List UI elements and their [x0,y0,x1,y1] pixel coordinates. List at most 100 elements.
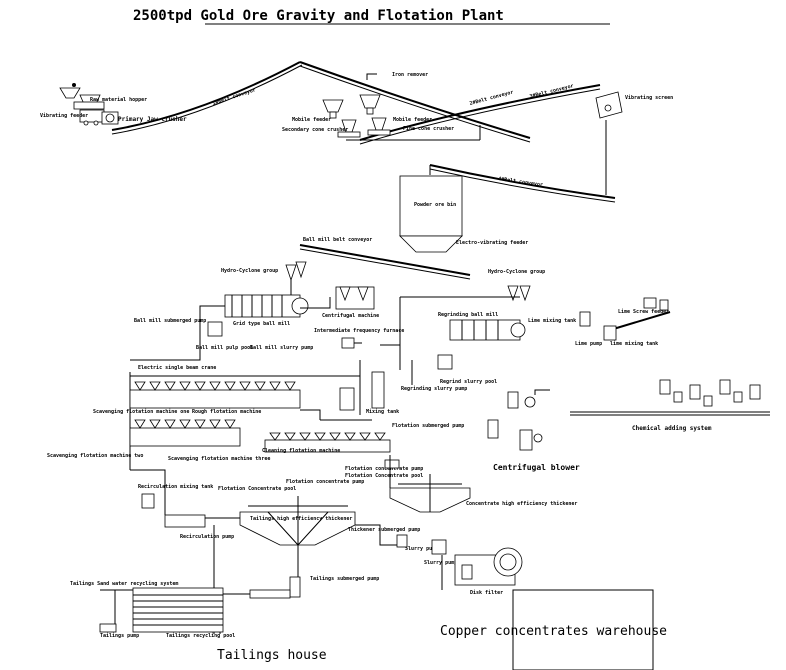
ball-mill-belt-conveyor-label: Ball mill belt conveyor [303,237,372,243]
iron-remover-icon [366,73,377,80]
lime-screw-feeder [609,311,671,331]
lime-pump-label: Lime pump [575,341,602,347]
tailings-house-label: Tailings house [217,648,327,663]
primary-jaw-crusher [101,111,119,125]
recirculation-pool [164,514,206,528]
primary-jaw-crusher-label: Primary Jaw crusher [118,116,187,123]
ball-mill-slurry-pump-label: Ball mill slurry pump [250,345,313,351]
hydro-cyclone-group-1 [285,261,307,300]
regrind-slurry-pool [437,354,453,370]
rough-flotation-machine-label: Rough flotation machine [192,409,261,415]
grid-type-ball-mill [224,294,309,318]
secondary-cone-crusher [337,119,361,138]
intermediate-frequency-furnace [341,337,362,349]
centrifugal-blower [507,391,543,451]
belt-conveyor-2-label: 2#Belt conveyor [469,89,514,106]
concentrate-high-efficiency-thickener [389,474,471,513]
hydro-cyclone-group-2-label: Hydro-Cyclone group [488,269,545,275]
flotation-submerged-pump-label: Flotation submerged pump [392,423,464,429]
recirculation-tank [141,493,155,509]
lime-mixing-tank-2-label: lime mixing tank [610,341,658,347]
ball-mill-submerged-pump [207,321,223,337]
lime-mixing-tank-2 [603,325,617,341]
lime-mixing-tank-1 [579,311,591,327]
belt-conveyor-1-label: 1#Belt conveyor [212,87,257,107]
ball-mill-submerged-pump-label: Ball mill submerged pump [134,318,206,324]
cleaning-flotation-machine [264,432,391,453]
disk-filter-label: Disk filter [470,590,503,596]
belt-conveyor-4 [429,164,616,199]
flotation-concentrate-pump-2-label: Flotation concentrate pump [286,479,364,485]
chemical-adding-system-label: Chemical adding system [632,425,712,432]
centrifugal-machine [335,286,375,310]
copper-concentrates-warehouse-label: Copper concentrates warehouse [440,624,667,639]
tailings-recycling-pool [132,587,224,633]
ball-mill-pulp-pool-label: Ball mill pulp pool [196,345,253,351]
diagram-title: 2500tpd Gold Ore Gravity and Flotation P… [133,8,504,24]
centrifugal-blower-label: Centrifugal blower [493,462,580,472]
hydro-cyclone-group-2 [507,285,531,302]
hydro-cyclone-group-1-label: Hydro-Cyclone group [221,268,278,274]
flotation-submerged-pump [487,419,499,439]
vibrating-screen [595,91,623,119]
vibrating-feeder [73,101,105,126]
slurry-pump-label: Slurry pump [424,560,457,566]
slurry-pump-label-2: Slurry pump [405,546,438,552]
tailings-recycling-pool-label: Tailings recycling pool [166,633,235,639]
electro-vibrating-feeder-label: Electro-vibrating feeder [456,240,528,246]
tailings-submerged-pump-label: Tailings submerged pump [310,576,379,582]
mobile-feeder-2-label: Mobile feeder [393,117,432,123]
iron-remover-label: Iron remover [392,72,428,78]
regrinding-slurry-pump-label: Regrinding slurry pump [401,386,467,392]
scavenging-flotation-machine-three-label: Scavenging flotation machine three [168,456,270,462]
electric-single-beam-crane-label: Electric single beam crane [138,365,216,371]
lime-mixing-tank-1-label: Lime mixing tank [528,318,576,324]
regrinding-ball-mill-label: Regrinding ball mill [438,312,498,318]
flotation-row-2 [129,419,241,447]
regrind-slurry-pool-label: Regrind slurry pool [440,379,497,385]
fine-cone-crusher [367,117,391,136]
scavenging-flotation-machine-two-label: Scavenging flotation machine two [47,453,143,459]
powder-ore-bin [399,175,463,253]
secondary-cone-crusher-label: Secondary cone crusher [282,127,348,133]
cleaning-flotation-machine-label: Cleaning flotation machine [262,448,340,454]
lime-hopper [643,297,657,309]
scavenging-flotation-machine-one-label: Scavenging flotation machine one [93,409,189,415]
disk-filter [454,547,523,586]
belt-conveyor-4-label: 4#Belt conveyor [498,176,544,188]
grid-type-ball-mill-label: Grid type ball mill [233,321,290,327]
mobile-feeder-2 [359,94,381,115]
tailings-submerged-pump [249,576,301,599]
recirculation-pump-label: Recirculation pump [180,534,234,540]
chemical-adding-system [570,379,770,416]
mixing-tank-label: Mixing tank [366,409,399,415]
flotation-row-1 [129,381,301,409]
concentrate-high-efficiency-thickener-label: Concentrate high efficiency thickener [466,501,577,507]
slurry-pump [431,539,447,555]
lime-screw-feeder-label: Lime Screw feeder [618,309,669,315]
flotation-concentrate-pump-label: Flotation concentrate pump [345,466,423,472]
vibrating-feeder-label: Vibrating feeder [40,113,88,119]
tailings-pump-label: Tailings pump [100,633,139,639]
vibrating-screen-label: Vibrating screen [625,95,673,101]
thickener-submerged-pump-label: Thickener submerged pump [348,527,420,533]
mobile-feeder-1 [322,99,344,119]
fine-cone-crusher-label: Fine cone crusher [403,126,454,132]
flotation-concentrate-pool-2-label: Flotation Concentrate pool [218,486,296,492]
recirculation-tank-label: Recirculation mixing tank [138,484,213,490]
flotation-concentrate-pool-label: Flotation Concentrate pool [345,473,423,479]
tailings-high-efficiency-thickener-label: Tailings high efficiency thickener [250,516,352,522]
powder-ore-bin-label: Powder ore bin [414,202,456,208]
mobile-feeder-1-label: Mobile feeder [292,117,331,123]
belt-conveyor-cross-a [299,61,531,139]
mixing-tank [339,360,385,415]
raw-material-hopper-label: Raw material hopper [90,97,147,103]
copper-concentrates-warehouse-box [512,589,654,670]
flotation-concentrate-pool [384,459,400,469]
intermediate-frequency-furnace-label: Intermediate frequency furnace [314,328,404,334]
tailings-pump [99,623,117,633]
tailings-sand-water-recycling-system-label: Tailings Sand water recycling system [70,581,178,587]
centrifugal-machine-label: Centrifugal machine [322,313,379,319]
regrinding-ball-mill [449,319,526,341]
